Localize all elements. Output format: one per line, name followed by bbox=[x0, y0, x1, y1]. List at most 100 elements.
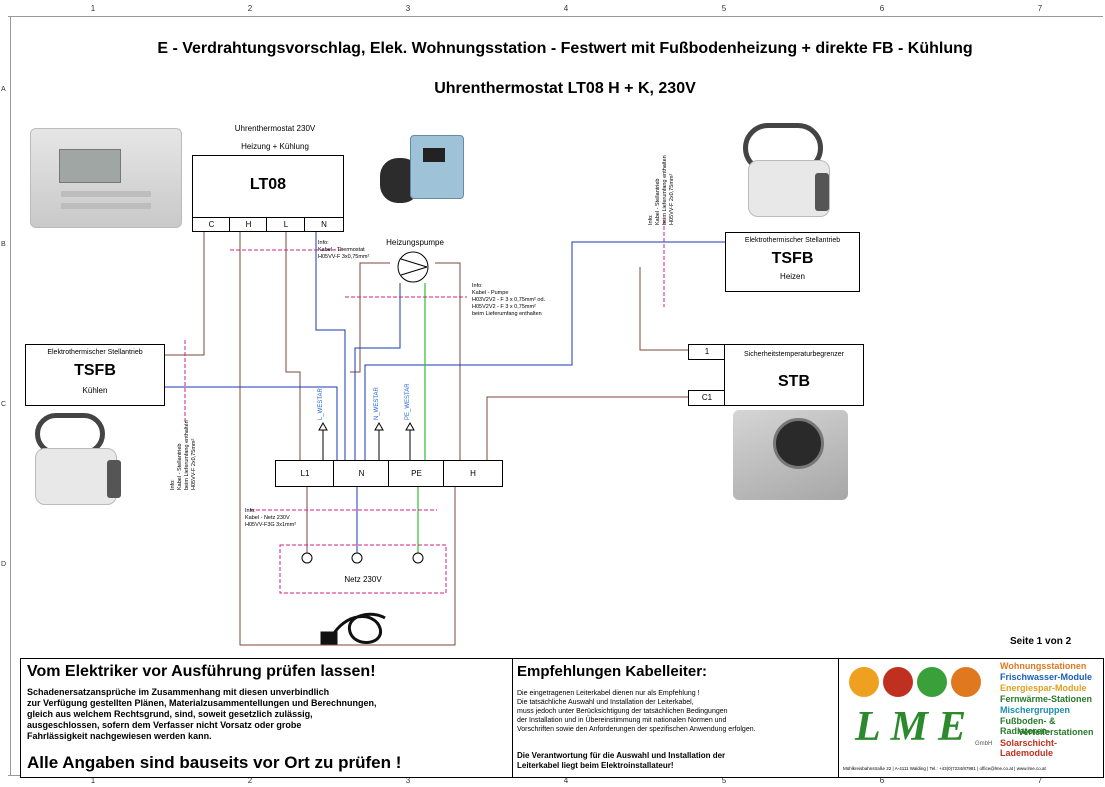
thermostat-box: LT08 bbox=[192, 155, 344, 219]
col-label: 6 bbox=[879, 776, 885, 785]
tsfb-heat-cable-info: Info: Kabel - Stellantrieb beim Lieferum… bbox=[648, 155, 675, 225]
tsfb-cool-name: TSFB bbox=[74, 362, 116, 379]
pump-label: Heizungspumpe bbox=[386, 238, 444, 247]
company-panel: LME GmbH Mühlkreisbahnstraße 22 | A-4111… bbox=[838, 658, 1104, 778]
mains-pe-terminal bbox=[412, 552, 424, 564]
col-label: 4 bbox=[563, 4, 569, 13]
col-label: 5 bbox=[721, 4, 727, 13]
wire-pump-h bbox=[435, 262, 461, 460]
wire-stb-1 bbox=[639, 267, 690, 351]
logo-circle-orange bbox=[849, 667, 879, 697]
wire-pump-n bbox=[354, 283, 401, 460]
arrow-label-pe: PE_WESTAR bbox=[405, 383, 411, 420]
mains-box bbox=[279, 544, 447, 594]
thermostat-display bbox=[59, 149, 121, 183]
col-label: 2 bbox=[247, 776, 253, 785]
mains-n-terminal bbox=[351, 552, 363, 564]
stb-box: Sicherheitstemperaturbegrenzer STB bbox=[724, 344, 864, 406]
wire-l-terminal bbox=[285, 230, 301, 460]
warning-footer: Alle Angaben sind bauseits vor Ort zu pr… bbox=[27, 753, 402, 772]
thermostat-name: LT08 bbox=[249, 176, 287, 193]
terminal-h: H bbox=[229, 217, 268, 232]
col-label: 2 bbox=[247, 4, 253, 13]
company-logo-sub: GmbH bbox=[975, 741, 993, 747]
page-number: Seite 1 von 2 bbox=[1010, 636, 1072, 647]
wire-stb-c1-h bbox=[486, 396, 690, 460]
product-line: Frischwasser-Module bbox=[1000, 672, 1093, 682]
thermostat-caption-1: Uhrenthermostat 230V bbox=[234, 124, 316, 133]
arrow-symbol bbox=[318, 421, 328, 431]
col-label: 4 bbox=[563, 776, 569, 785]
pump-symbol bbox=[397, 251, 429, 283]
col-label: 6 bbox=[879, 4, 885, 13]
warning-panel: Vom Elektriker vor Ausführung prüfen las… bbox=[20, 658, 514, 778]
thermostat-cable-info: Info: Kabel - Thermostat H05VV-F 3x0,75m… bbox=[318, 240, 370, 260]
col-label: 3 bbox=[405, 4, 411, 13]
left-ruler: A B C D bbox=[0, 16, 11, 776]
tsfb-heat-box: Elektrothermischer Stellantrieb TSFB Hei… bbox=[725, 232, 860, 292]
wire-pump-l1 bbox=[350, 262, 390, 373]
pump-cable-info: Info: Kabel - Pumpe H03V2V2 - F 3 x 0,75… bbox=[472, 283, 546, 317]
recommend-footer: Die Verantwortung für die Auswahl und In… bbox=[517, 751, 726, 770]
tsfb-heat-caption: Elektrothermischer Stellantrieb bbox=[744, 237, 841, 244]
product-line: Verteilerstationen bbox=[1018, 727, 1094, 737]
company-logo: LME bbox=[855, 704, 977, 750]
recommend-body: Die eingetragenen Leiterkabel dienen nur… bbox=[517, 690, 756, 733]
company-address: Mühlkreisbahnstraße 22 | A-4111 Walding … bbox=[843, 766, 1046, 771]
terminal-n: N bbox=[304, 217, 344, 232]
row-label: A bbox=[1, 86, 6, 93]
tsfb-heat-name: TSFB bbox=[771, 250, 814, 267]
thermostat-photo bbox=[30, 128, 182, 228]
stb-name: STB bbox=[778, 373, 810, 390]
stb-caption: Sicherheitstemperaturbegrenzer bbox=[744, 351, 844, 358]
top-ruler: 1 2 3 4 5 6 7 bbox=[8, 2, 1103, 17]
tsfb-cool-mode: Kühlen bbox=[82, 386, 108, 395]
product-line: Energiespar-Module bbox=[1000, 683, 1087, 693]
col-label: 1 bbox=[90, 4, 96, 13]
stb-dial bbox=[773, 418, 824, 469]
diagram-subtitle: Uhrenthermostat LT08 H + K, 230V bbox=[434, 80, 696, 97]
row-label: D bbox=[1, 561, 7, 568]
tsfb-cool-cable-info: Info: Kabel - Stellantrieb beim Lieferum… bbox=[170, 420, 197, 490]
product-line: Fernwärme-Stationen bbox=[1000, 694, 1093, 704]
terminal-block-n: N bbox=[333, 460, 390, 487]
tsfb-cool-box: Elektrothermischer Stellantrieb TSFB Küh… bbox=[25, 344, 165, 406]
logo-circle-amber bbox=[951, 667, 981, 697]
wire-tsfb-heat-n bbox=[364, 241, 725, 460]
terminal-block-h: H bbox=[443, 460, 503, 487]
wire-tsfb-cool-n bbox=[163, 386, 338, 460]
tsfb-heat-mode: Heizen bbox=[780, 272, 805, 281]
thermostat-caption-2: Heizung + Kühlung bbox=[241, 142, 309, 151]
terminal-block-l1: L1 bbox=[275, 460, 335, 487]
terminal-block-pe: PE bbox=[388, 460, 445, 487]
tsfb-cool-caption: Elektrothermischer Stellantrieb bbox=[47, 349, 143, 356]
mains-cable-info: Info: Kabel - Netz 230V H05VV-F3G 3x1mm² bbox=[245, 508, 297, 528]
row-label: B bbox=[1, 241, 6, 248]
wire-h-terminal bbox=[239, 230, 456, 646]
warning-body: Schadenersatzansprüche im Zusammenhang m… bbox=[27, 687, 377, 741]
row-label: C bbox=[1, 401, 7, 408]
logo-circle-green bbox=[917, 667, 947, 697]
mains-label: Netz 230V bbox=[344, 575, 382, 584]
stb-terminal-c1: C1 bbox=[688, 390, 726, 406]
col-label: 1 bbox=[90, 776, 96, 785]
logo-circle-red bbox=[883, 667, 913, 697]
stb-terminal-1: 1 bbox=[688, 344, 726, 360]
arrow-label-l: L_WESTAR bbox=[318, 388, 324, 420]
product-line: Fußboden- & Radiatoren- bbox=[1000, 716, 1056, 736]
col-label: 5 bbox=[721, 776, 727, 785]
pump-photo bbox=[375, 130, 470, 218]
mains-l-terminal bbox=[301, 552, 313, 564]
product-line: Solarschicht-Lademodule bbox=[1000, 738, 1058, 758]
terminal-l: L bbox=[266, 217, 306, 232]
diagram-title: E - Verdrahtungsvorschlag, Elek. Wohnung… bbox=[157, 40, 973, 57]
tsfb-heat-photo bbox=[733, 115, 848, 220]
tsfb-cool-photo bbox=[25, 408, 140, 508]
recommend-heading: Empfehlungen Kabelleiter: bbox=[517, 663, 708, 680]
arrow-symbol bbox=[374, 421, 384, 431]
col-label: 3 bbox=[405, 776, 411, 785]
terminal-c: C bbox=[192, 217, 231, 232]
arrow-symbol bbox=[405, 421, 415, 431]
